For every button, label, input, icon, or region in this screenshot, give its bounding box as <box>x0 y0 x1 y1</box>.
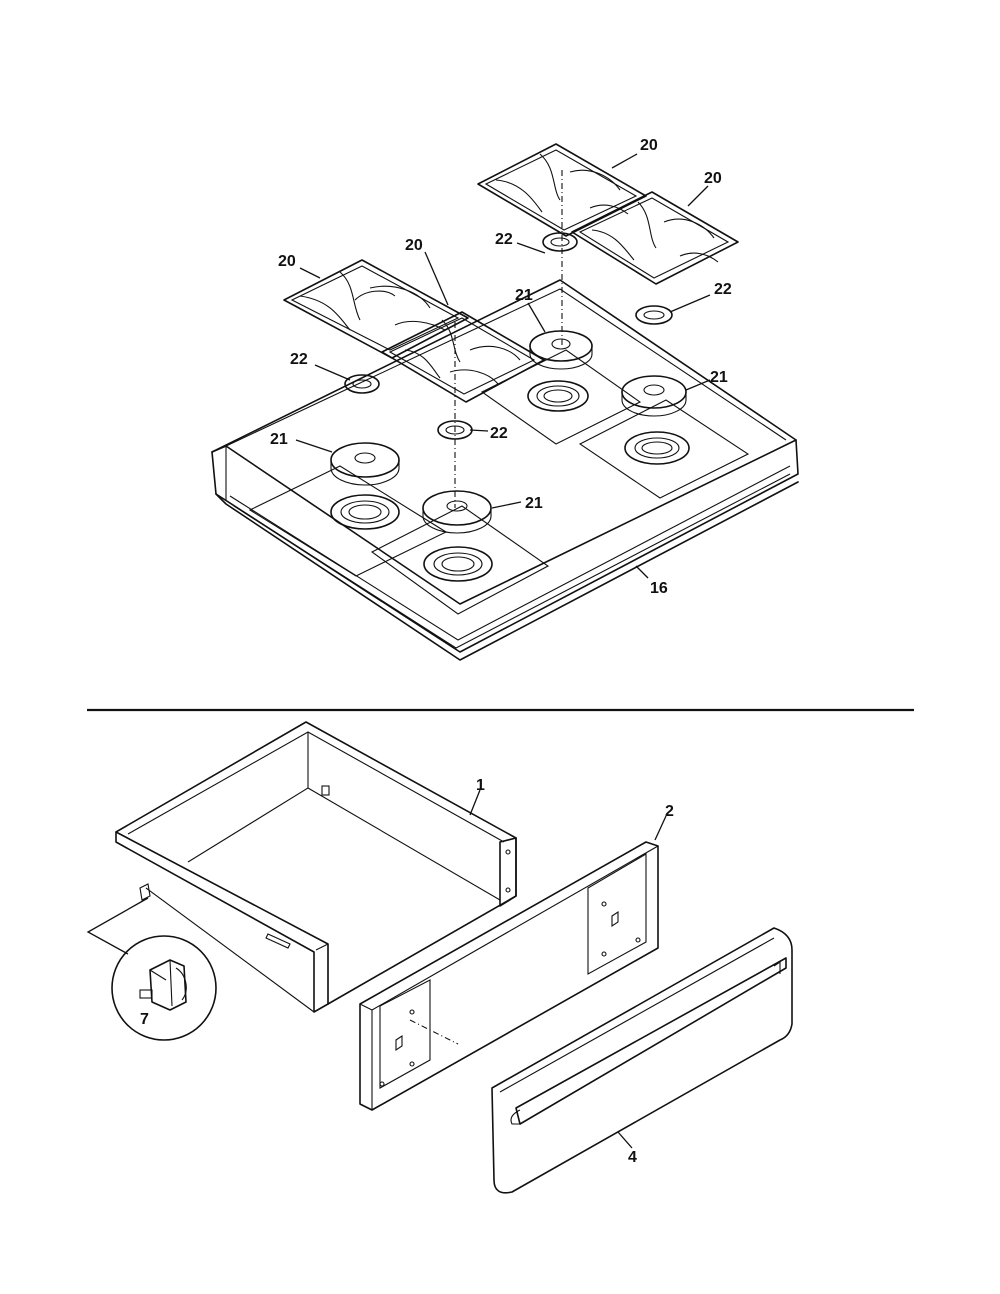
drawer-support <box>359 841 659 1111</box>
drawer-front <box>491 927 793 1194</box>
label-grate-back-left: 20 <box>640 137 658 154</box>
label-ring-left: 22 <box>290 351 308 368</box>
callouts-top: 20 20 20 20 22 22 22 22 21 21 21 21 16 <box>270 137 732 597</box>
cooktop-panel <box>211 279 799 661</box>
drawer-assembly: 1 2 4 7 <box>86 721 793 1194</box>
label-slide-detail: 7 <box>140 1011 149 1028</box>
label-cap-back: 21 <box>515 287 533 304</box>
label-drawer-front: 4 <box>628 1149 637 1166</box>
label-grate-top-center: 20 <box>405 237 423 254</box>
label-grate-back-right: 20 <box>704 170 722 187</box>
label-grate-top-left: 20 <box>278 253 296 270</box>
label-cap-front: 21 <box>525 495 543 512</box>
leader-lines-top <box>295 153 711 579</box>
label-drawer-body: 1 <box>476 777 485 794</box>
leader-lines-bottom <box>469 789 667 1149</box>
label-cooktop: 16 <box>650 580 668 597</box>
slide-detail-bubble <box>86 897 217 1041</box>
label-drawer-support: 2 <box>665 803 674 820</box>
label-cap-right: 21 <box>710 369 728 386</box>
callouts-bottom: 1 2 4 7 <box>140 777 674 1166</box>
burner-grates <box>283 143 739 403</box>
label-cap-left: 21 <box>270 431 288 448</box>
drawer-body <box>115 721 517 1013</box>
label-ring-right: 22 <box>714 281 732 298</box>
alignment-lines <box>454 170 563 508</box>
label-ring-front: 22 <box>490 425 508 442</box>
burner-caps <box>330 330 687 534</box>
cooktop-assembly: 20 20 20 20 22 22 22 22 21 21 21 21 16 <box>211 137 799 661</box>
label-ring-back: 22 <box>495 231 513 248</box>
